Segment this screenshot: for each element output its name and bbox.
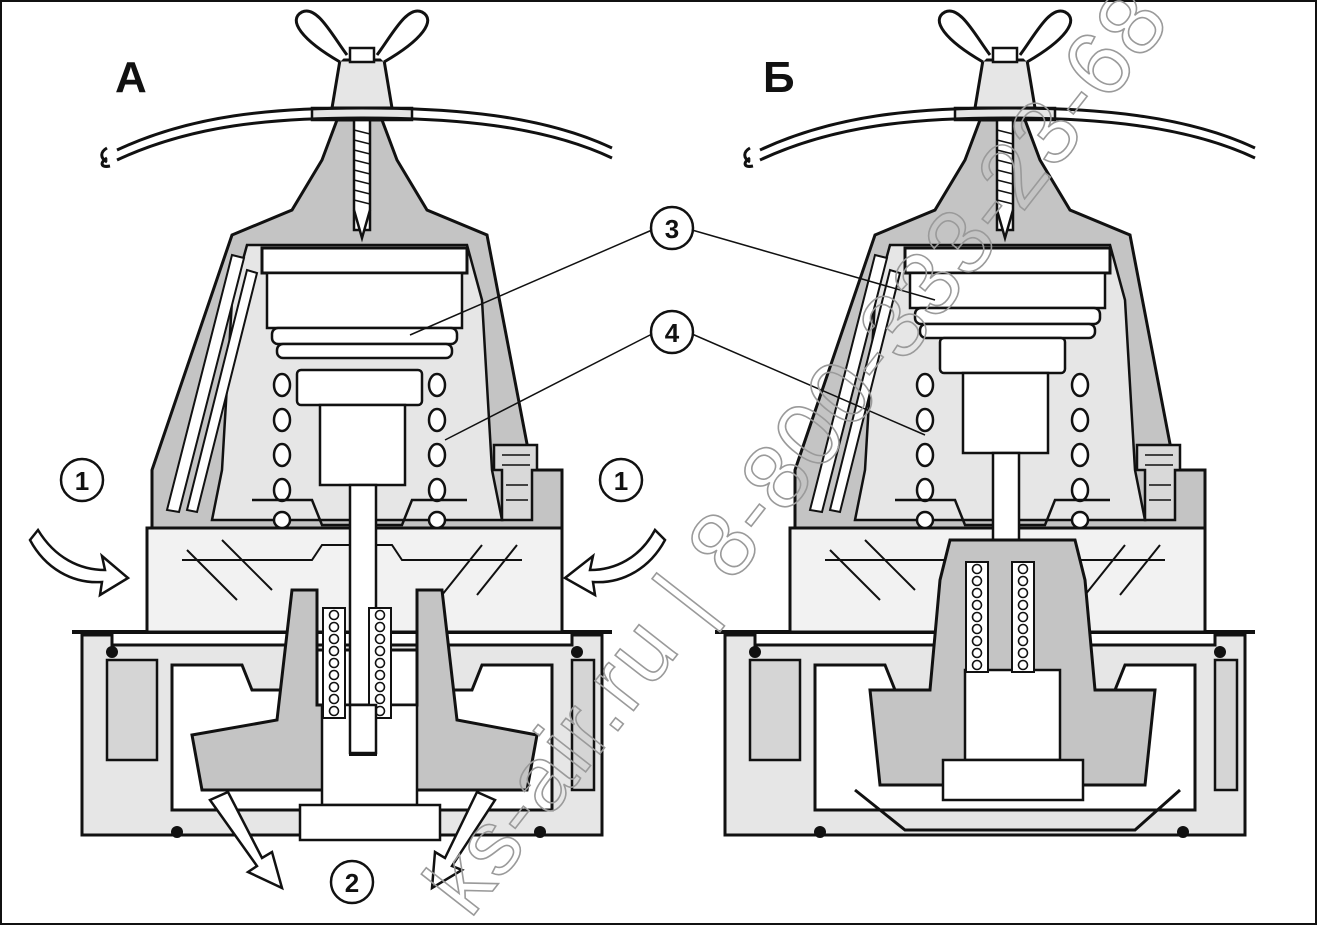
outflow-arrow-left: [208, 790, 284, 891]
callout-3-text: 3: [665, 214, 679, 244]
regulator-a: [70, 8, 614, 842]
callout-1-right-text: 1: [614, 466, 628, 496]
panel-label-a: А: [115, 53, 147, 102]
callout-1-right: 1: [598, 457, 644, 503]
callout-1-left: 1: [59, 457, 105, 503]
leader-lines: [409, 229, 936, 441]
callout-3: 3: [649, 205, 695, 251]
callout-4: 4: [649, 309, 695, 355]
panel-label-b: Б: [763, 53, 795, 102]
callout-2: 2: [329, 859, 375, 905]
callout-1-left-text: 1: [75, 466, 89, 496]
outflow-arrow-right: [430, 790, 497, 891]
inflow-arrow-right: [562, 527, 667, 598]
callout-2-text: 2: [345, 868, 359, 898]
inflow-arrow-left: [28, 527, 131, 598]
callout-4-text: 4: [665, 318, 680, 348]
